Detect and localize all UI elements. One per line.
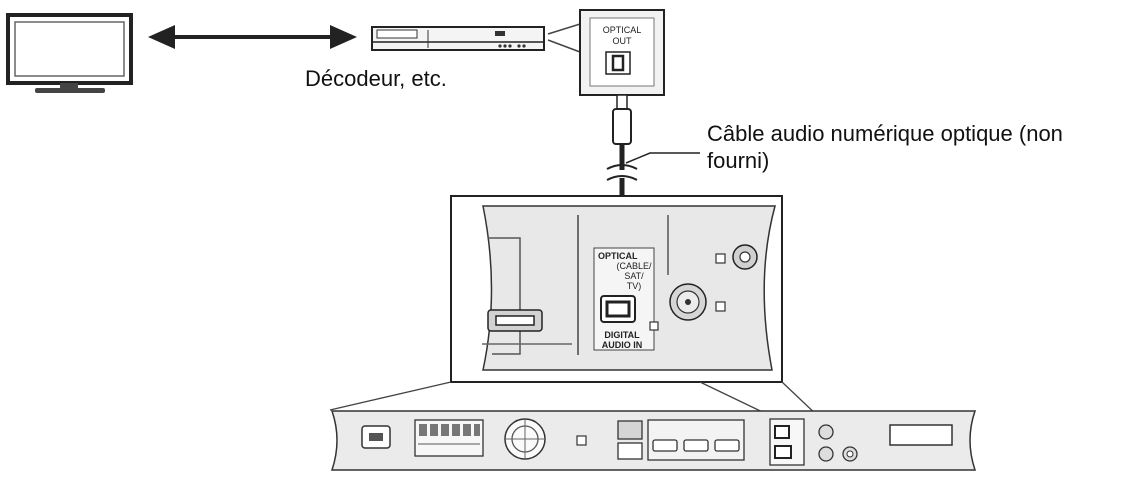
panel-source-line3: TV) [627,281,642,291]
panel-source-line2: SAT/ [624,271,644,281]
optical-out-line1: OPTICAL [603,25,642,35]
cable-leader-line [625,152,700,164]
zoom-leader-left [329,381,452,411]
decoder-device [371,26,545,51]
receiver-back-panel [330,410,977,471]
lan-port-icon [617,420,643,440]
panel-source-line1: (CABLE/ [616,261,652,271]
double-arrow [148,25,357,49]
decoder-callout [547,22,581,54]
panel-optical-label: OPTICAL [598,251,638,261]
rear-slot-icon [889,424,953,446]
panel-input-line2: AUDIO IN [602,340,643,350]
tv-icon [6,13,133,93]
optical-out-zoom: OPTICAL OUT [579,9,665,96]
cable-label: Câble audio numérique optique (non fourn… [707,121,1063,173]
optical-out-line2: OUT [613,36,633,46]
optical-out-port [611,54,625,72]
decoder-label: Décodeur, etc. [305,66,447,91]
receiver-zoom-panel: OPTICAL (CABLE/ SAT/ TV) DIGITAL AUDIO I… [450,195,783,383]
panel-input-line1: DIGITAL [604,330,640,340]
